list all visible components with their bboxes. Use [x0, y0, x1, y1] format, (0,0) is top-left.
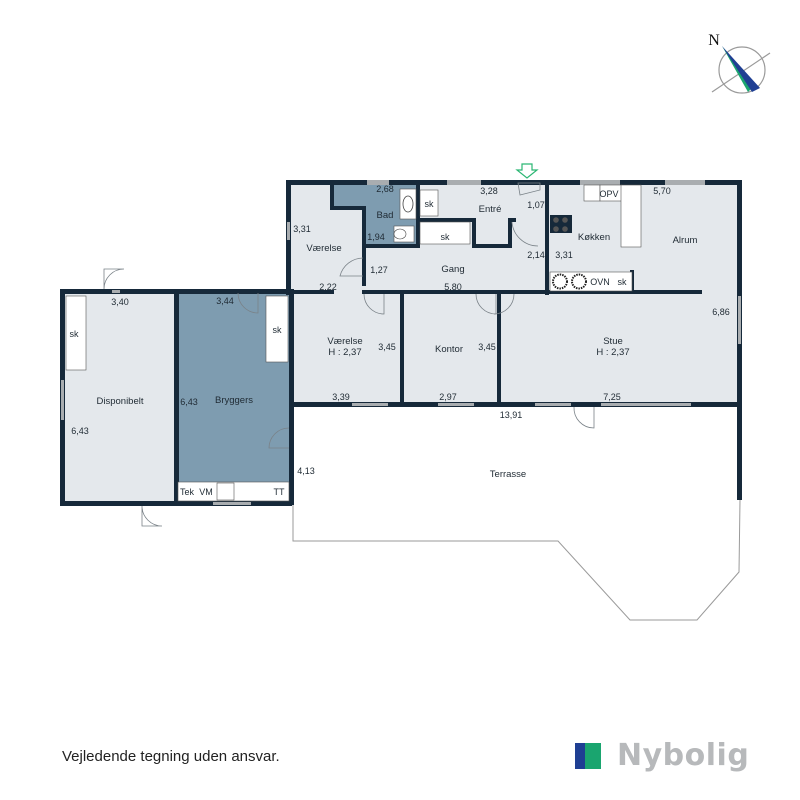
svg-text:OPV: OPV: [599, 189, 618, 199]
compass-north-label: N: [708, 32, 720, 49]
doors[interactable]: [103, 182, 595, 527]
room-height: H : 2,37: [596, 347, 629, 358]
room-name-gang: Gang: [441, 264, 464, 275]
hood-icon: [571, 273, 587, 290]
dim: 3,28: [480, 186, 498, 196]
dim: 6,43: [180, 397, 198, 407]
svg-text:sk: sk: [425, 199, 435, 209]
dim: 2,22: [319, 282, 337, 292]
brand-logo: Nybolig: [575, 738, 749, 773]
dim: 5,70: [653, 186, 671, 196]
disclaimer-text: Vejledende tegning uden ansvar.: [62, 748, 280, 765]
room-name-alrum: Alrum: [673, 235, 698, 246]
room-labels: Værelse 3,31 2,22 Bad 2,68 1,94 Entré 3,…: [71, 184, 730, 480]
dim: 3,45: [378, 342, 396, 352]
bad-closet-floor: [334, 184, 364, 208]
room-name-kokken: Køkken: [578, 232, 610, 243]
dim: 3,40: [111, 297, 129, 307]
dim: 4,13: [297, 466, 315, 476]
dim: 2,14: [527, 250, 545, 260]
terrasse-area: [292, 404, 741, 621]
svg-text:Tek: Tek: [180, 487, 195, 497]
room-name-terrasse: Terrasse: [490, 469, 526, 480]
svg-text:VM: VM: [199, 487, 213, 497]
dim: 3,31: [555, 250, 573, 260]
compass: N: [708, 32, 771, 94]
compass-needle-blue-icon: [722, 46, 760, 92]
fixture-labels: sk sk OPV OVN sk sk sk Tek VM TT: [70, 189, 628, 497]
dim: 3,45: [478, 342, 496, 352]
room-name-bad: Bad: [377, 210, 394, 221]
dim: 1,27: [370, 265, 388, 275]
entry-arrow-icon: [515, 163, 539, 179]
room-name-disponibelt: Disponibelt: [97, 396, 144, 407]
dim: 3,39: [332, 392, 350, 402]
dim: 3,44: [216, 296, 234, 306]
compass-ring: [718, 46, 766, 94]
svg-text:TT: TT: [274, 487, 285, 497]
room-name-bryggers: Bryggers: [215, 395, 253, 406]
room-name-vaerelse: Værelse: [306, 243, 341, 254]
dim: 7,25: [603, 392, 621, 402]
dim: 3,31: [293, 224, 311, 234]
svg-text:sk: sk: [273, 325, 283, 335]
room-name-vaerelse-2: Værelse: [327, 336, 362, 347]
windows: [61, 180, 741, 505]
dim: 1,07: [527, 200, 545, 210]
hood-icon: [552, 273, 568, 290]
room-name-entre: Entré: [479, 204, 502, 215]
room-name-kontor: Kontor: [435, 344, 463, 355]
room-height: H : 2,37: [328, 347, 361, 358]
room-name-stue: Stue: [603, 336, 623, 347]
svg-text:sk: sk: [618, 277, 628, 287]
dim: 2,68: [376, 184, 394, 194]
svg-text:sk: sk: [441, 232, 451, 242]
dim: 1,94: [367, 232, 385, 242]
svg-text:OVN: OVN: [590, 277, 610, 287]
dim: 2,97: [439, 392, 457, 402]
dim: 5,80: [444, 282, 462, 292]
dim: 6,86: [712, 307, 730, 317]
brand-name: Nybolig: [617, 738, 750, 773]
fixtures: [65, 184, 642, 502]
dim: 13,91: [500, 410, 523, 420]
nybolig-logo-icon: [575, 742, 601, 769]
svg-text:sk: sk: [70, 329, 80, 339]
dim: 6,43: [71, 426, 89, 436]
